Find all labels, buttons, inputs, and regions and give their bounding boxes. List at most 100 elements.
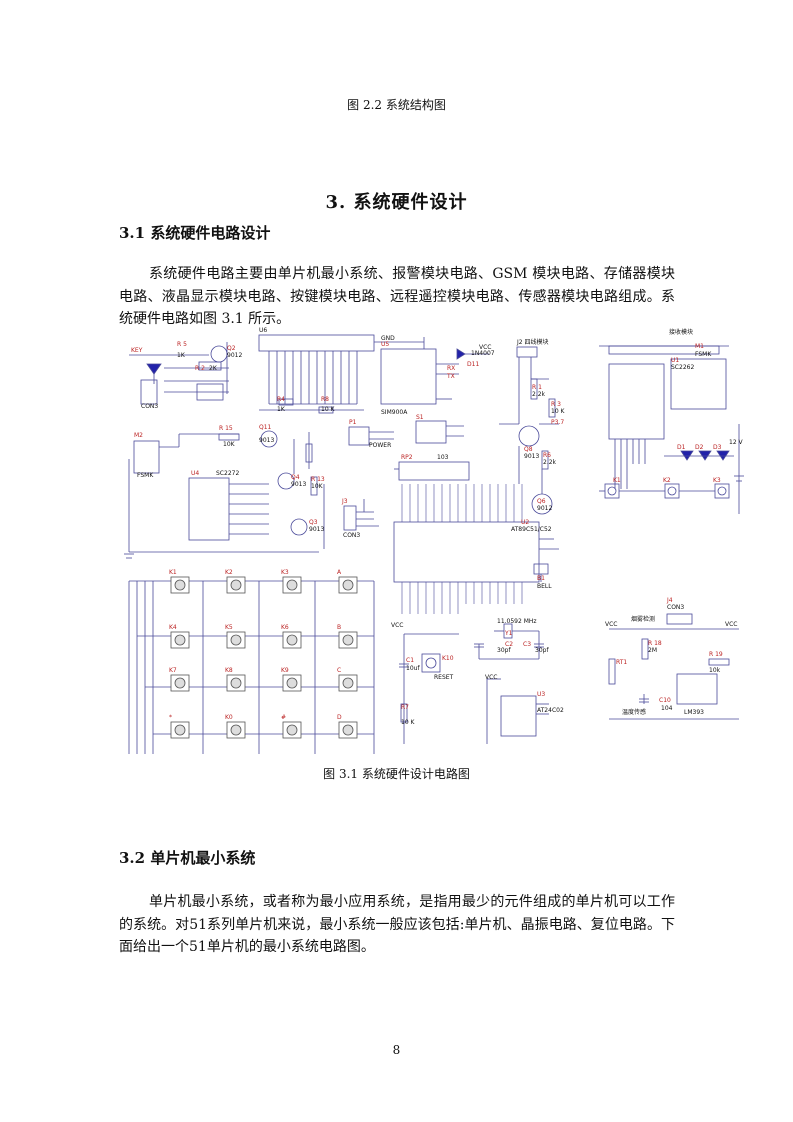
svg-text:10 K: 10 K [321,406,336,413]
svg-text:*: * [169,714,172,721]
svg-text:LM393: LM393 [684,709,704,716]
svg-text:K6: K6 [281,624,289,631]
svg-text:J4: J4 [666,597,673,604]
page-number: 8 [392,1043,401,1057]
svg-text:SC2262: SC2262 [671,364,694,371]
svg-text:温度传感: 温度传感 [622,708,646,716]
svg-text:2.2k: 2.2k [543,459,557,466]
svg-text:R 15: R 15 [219,425,233,432]
svg-text:Q4: Q4 [291,474,300,481]
svg-text:D: D [337,714,342,721]
svg-text:TX: TX [446,373,455,380]
svg-text:K9: K9 [281,667,289,674]
svg-text:M1: M1 [695,343,704,350]
svg-text:9013: 9013 [291,481,306,488]
svg-text:U4: U4 [191,470,199,477]
section-3-2-heading: 3.2 单片机最小系统 [119,849,256,867]
svg-text:C1: C1 [406,657,414,664]
svg-text:Q2: Q2 [227,345,236,352]
svg-text:K3: K3 [281,569,289,576]
svg-text:9013: 9013 [259,437,274,444]
svg-text:2K: 2K [209,365,218,372]
section-3-1-paragraph: 系统硬件电路主要由单片机最小系统、报警模块电路、GSM 模块电路、存储器模块电路… [119,266,675,327]
svg-text:J2 四线模块: J2 四线模块 [516,338,549,346]
svg-text:K10: K10 [442,655,454,662]
svg-text:VCC: VCC [391,622,403,629]
svg-text:M2: M2 [134,432,143,439]
svg-text:K2: K2 [663,477,671,484]
svg-text:FSMK: FSMK [695,351,712,358]
svg-text:B: B [337,624,341,631]
svg-text:RP2: RP2 [401,454,413,461]
svg-text:R 18: R 18 [648,640,662,647]
svg-text:U3: U3 [537,691,545,698]
svg-text:C2: C2 [505,641,513,648]
svg-text:K0: K0 [225,714,233,721]
svg-text:CON3: CON3 [343,532,360,539]
svg-text:K8: K8 [225,667,233,674]
svg-text:#: # [281,714,286,721]
svg-text:Q3: Q3 [309,519,318,526]
svg-text:K2: K2 [225,569,233,576]
svg-text:Q11: Q11 [259,424,272,431]
svg-text:10 K: 10 K [551,408,566,415]
svg-text:D3: D3 [713,444,722,451]
svg-text:VCC: VCC [479,344,491,351]
svg-text:VCC: VCC [605,621,617,628]
svg-text:1K: 1K [277,406,286,413]
svg-text:K3: K3 [713,477,721,484]
svg-text:R6: R6 [543,452,551,459]
svg-text:10K: 10K [223,441,236,448]
svg-text:RESET: RESET [434,674,454,681]
svg-text:K1: K1 [613,477,621,484]
svg-text:10k: 10k [709,667,721,674]
svg-text:R 13: R 13 [311,476,325,483]
svg-text:C: C [337,667,341,674]
svg-text:VCC: VCC [485,674,497,681]
svg-text:VCC: VCC [725,621,737,628]
svg-text:104: 104 [661,705,673,712]
svg-text:2.2k: 2.2k [532,391,546,398]
svg-text:SC2272: SC2272 [216,470,239,477]
svg-text:Y1: Y1 [504,630,513,637]
svg-text:RT1: RT1 [616,659,627,666]
svg-text:POWER: POWER [369,442,391,449]
svg-text:K1: K1 [169,569,177,576]
svg-text:J3: J3 [341,498,348,505]
svg-text:RX: RX [447,365,455,372]
svg-text:AT24C02: AT24C02 [537,707,564,714]
svg-text:C3: C3 [523,641,531,648]
svg-text:A: A [337,569,342,576]
svg-text:11.0592 MHz: 11.0592 MHz [497,618,537,625]
svg-text:CON3: CON3 [141,403,158,410]
svg-text:R 5: R 5 [177,341,187,348]
svg-text:KEY: KEY [131,347,143,354]
svg-text:D1: D1 [677,444,686,451]
svg-text:P3.7: P3.7 [551,419,564,426]
svg-text:9013: 9013 [524,453,539,460]
hardware-circuit-schematic: KEY R 5 1K Q2 9012 R 2 2K CON3 U6 U5 SIM… [124,327,744,754]
svg-text:103: 103 [437,454,449,461]
svg-text:R7: R7 [401,704,409,711]
svg-text:CON3: CON3 [667,604,684,611]
svg-text:GND: GND [381,335,395,342]
figure-3-1-caption: 图 3.1 系统硬件设计电路图 [323,767,470,781]
svg-text:1K: 1K [177,352,186,359]
svg-text:D11: D11 [467,361,479,368]
chapter-heading: 3. 系统硬件设计 [325,192,468,213]
svg-text:2M: 2M [648,647,657,654]
svg-text:U2: U2 [521,519,529,526]
svg-text:U1: U1 [671,357,679,364]
svg-text:AT89C51/C52: AT89C51/C52 [511,526,552,533]
svg-text:U6: U6 [259,327,267,334]
svg-text:Q8: Q8 [524,446,533,453]
svg-text:1N4007: 1N4007 [471,350,495,357]
svg-text:B1: B1 [537,575,545,582]
svg-text:S1: S1 [416,414,424,421]
svg-text:D2: D2 [695,444,704,451]
svg-text:接收模块: 接收模块 [669,328,693,336]
svg-text:30pf: 30pf [535,647,549,654]
svg-text:烟雾检测: 烟雾检测 [631,615,655,623]
svg-text:9012: 9012 [227,352,242,359]
svg-text:10K: 10K [311,483,324,490]
